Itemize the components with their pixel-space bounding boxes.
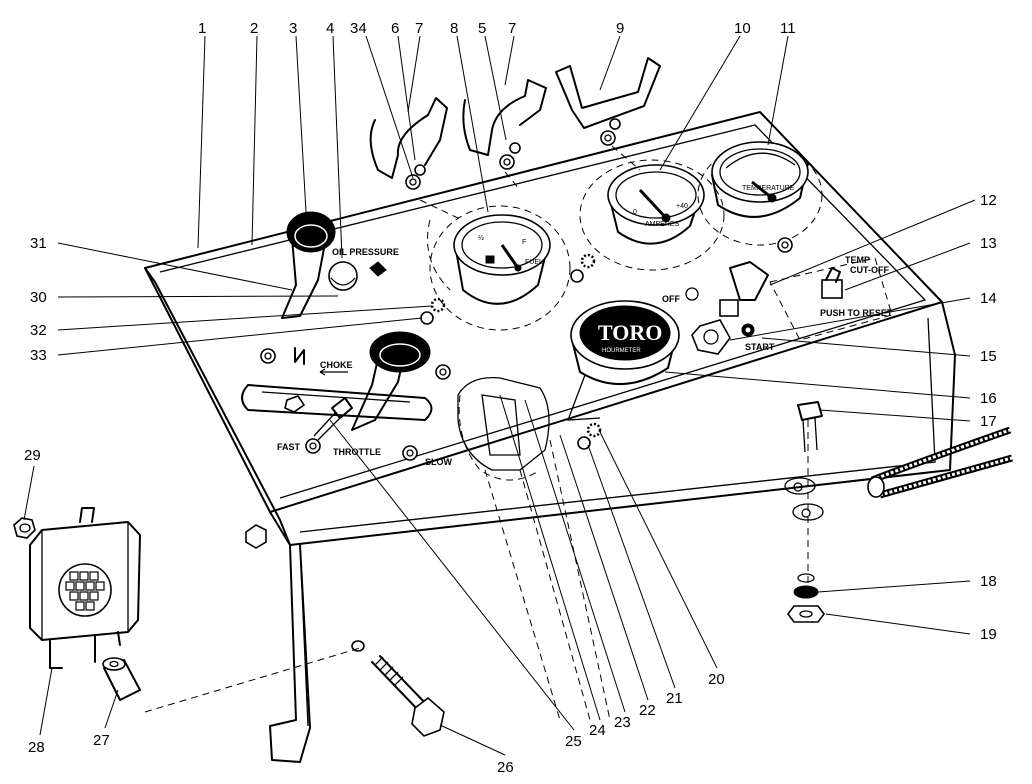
callout-22: 22: [639, 702, 656, 719]
temp-label: TEMP: [845, 255, 870, 265]
callout-2: 2: [250, 20, 258, 37]
callout-14: 14: [980, 290, 997, 307]
control-panel: [144, 111, 956, 763]
callout-17: 17: [980, 413, 997, 430]
toro-subtitle: HOURMETER: [602, 348, 641, 354]
horn-nut: [13, 517, 36, 539]
callout-33: 33: [30, 347, 47, 364]
callout-8: 8: [450, 20, 458, 37]
cutoff-label: CUT-OFF: [850, 265, 889, 275]
ammeter-gauge: 0 +40 AMPERES: [579, 159, 725, 271]
push-to-reset-label: PUSH TO RESET: [820, 308, 893, 318]
throttle-bolt: [313, 397, 353, 441]
choke-knob: [281, 211, 336, 319]
off-symbol-icon: [685, 287, 699, 301]
horn-spacer: [102, 657, 141, 701]
callout-13: 13: [980, 235, 997, 252]
callout-34: 34: [350, 20, 367, 37]
callout-1: 1: [198, 20, 206, 37]
fuel-pump-icon: [485, 255, 495, 264]
hour-meter: TORO HOURMETER: [567, 300, 680, 421]
leader-lines: [23, 35, 976, 756]
fuel-label: FUEL: [525, 259, 543, 266]
callout-numbers: 1 2 3 4 34 6 7 8 5 7 9 10 11 12 13 14 15…: [24, 20, 997, 776]
callout-21: 21: [666, 690, 683, 707]
callout-31: 31: [30, 235, 47, 252]
callout-7b: 7: [508, 20, 516, 37]
callout-26: 26: [497, 759, 514, 776]
ammeter-label: AMPERES: [645, 221, 680, 228]
temperature-label: TEMPERATURE: [742, 185, 795, 192]
fuel-full-mark: F: [522, 239, 526, 246]
callout-10: 10: [734, 20, 751, 37]
callout-23: 23: [614, 714, 631, 731]
choke-label: CHOKE: [320, 360, 353, 370]
callout-15: 15: [980, 348, 997, 365]
callout-12: 12: [980, 192, 997, 209]
gauge-clamp-middle: [462, 79, 547, 170]
ignition-switch: OFF START: [662, 261, 775, 352]
hourmeter-bracket: [457, 376, 550, 481]
callout-18: 18: [980, 573, 997, 590]
oil-pressure-lamp: OIL PRESSURE: [328, 247, 399, 291]
wire-harness: [867, 426, 1013, 499]
callout-16: 16: [980, 390, 997, 407]
start-button: [691, 319, 731, 355]
temperature-gauge: TEMPERATURE: [697, 141, 823, 246]
slow-label: SLOW: [425, 457, 453, 467]
callout-20: 20: [708, 671, 725, 688]
oil-can-icon: [369, 261, 387, 277]
panel-nut: [245, 524, 267, 549]
callout-4: 4: [326, 20, 334, 37]
callout-28: 28: [28, 739, 45, 756]
callout-6: 6: [391, 20, 399, 37]
callout-29: 29: [24, 447, 41, 464]
fuel-gauge: ½ F FUEL: [429, 205, 571, 331]
ammeter-zero-mark: 0: [633, 209, 637, 216]
oil-pressure-label: OIL PRESSURE: [332, 247, 399, 257]
gauge-clamp-left: [369, 97, 448, 190]
horn-buzzer: [29, 507, 141, 669]
ignition-off-label: OFF: [662, 294, 680, 304]
fast-label: FAST: [277, 442, 301, 452]
callout-24: 24: [589, 722, 606, 739]
ammeter-plus40-mark: +40: [676, 203, 688, 210]
callout-19: 19: [980, 626, 997, 643]
gauge-clamp-right: [555, 57, 661, 146]
callout-30: 30: [30, 289, 47, 306]
callout-25: 25: [565, 733, 582, 750]
right-hardware: [784, 401, 825, 623]
callout-5: 5: [478, 20, 486, 37]
callout-27: 27: [93, 732, 110, 749]
callout-11: 11: [780, 20, 796, 37]
callout-3: 3: [289, 20, 297, 37]
panel-screws: [260, 237, 793, 461]
callout-9: 9: [616, 20, 624, 37]
throttle-knob: [241, 331, 433, 431]
callout-7a: 7: [415, 20, 423, 37]
fuel-half-mark: ½: [478, 234, 484, 242]
choke-arrow-icon: [319, 368, 348, 376]
throttle-label: THROTTLE: [333, 447, 381, 457]
toro-brand: TORO: [598, 320, 662, 345]
choke-symbol-icon: [294, 347, 305, 365]
callout-32: 32: [30, 322, 47, 339]
horn-bolt: [144, 640, 445, 737]
temp-cutoff-switch: TEMP CUT-OFF PUSH TO RESET: [769, 255, 893, 341]
ignition-start-label: START: [745, 342, 775, 352]
